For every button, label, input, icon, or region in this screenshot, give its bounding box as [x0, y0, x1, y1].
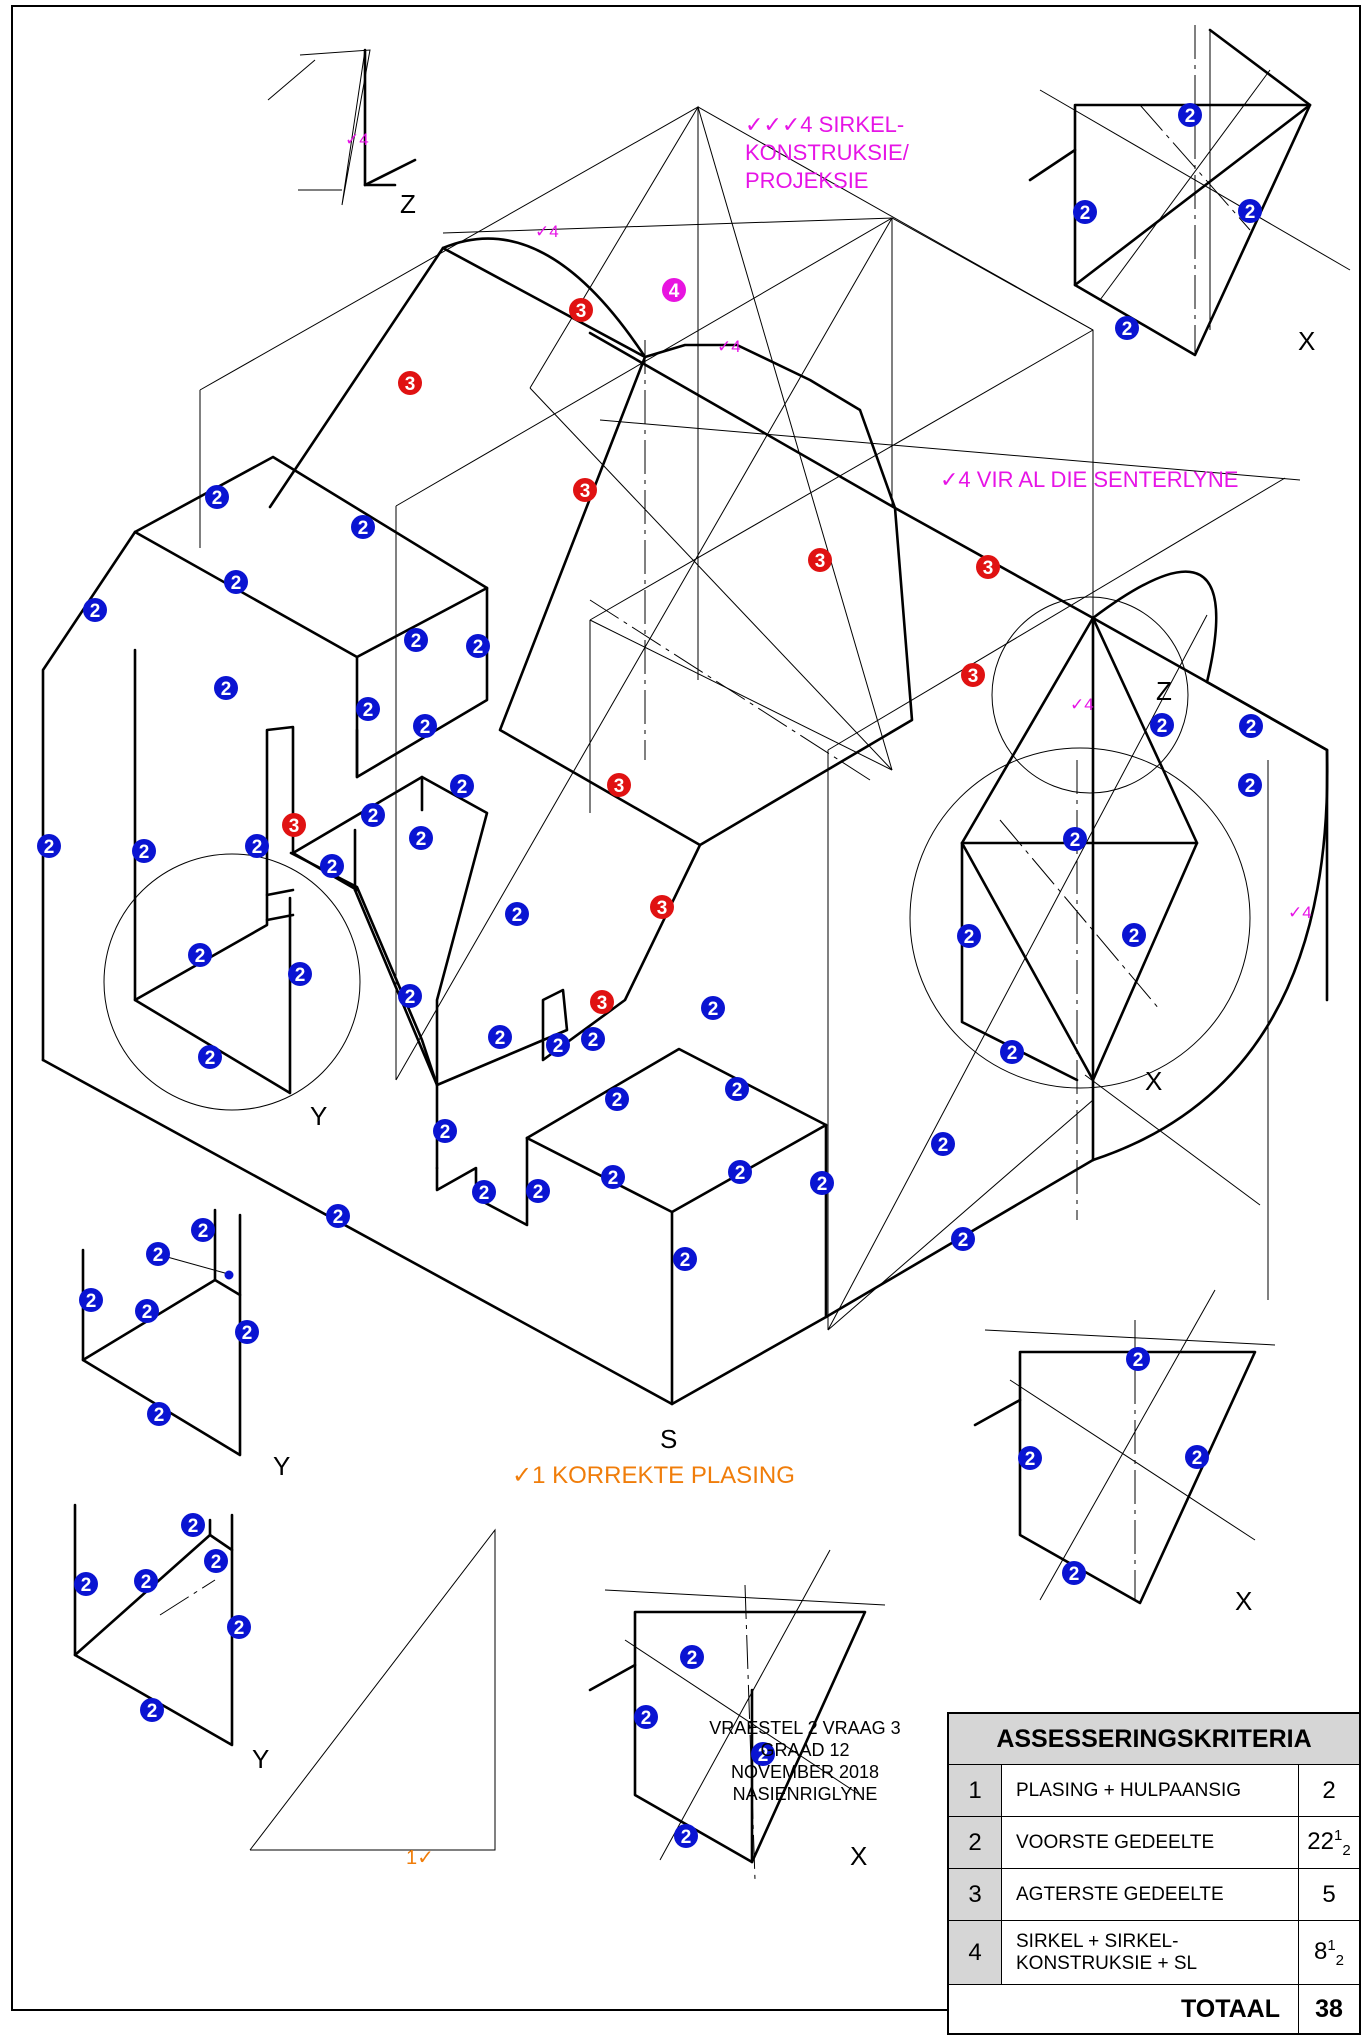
criteria-description-line-1: SIRKEL + SIRKEL-: [1016, 1930, 1179, 1952]
annotation-circle-construction-3: PROJEKSIE: [745, 168, 868, 193]
criteria-row: 3 AGTERSTE GEDEELTE 5: [947, 1868, 1361, 1921]
label-s: S: [660, 1424, 677, 1454]
construction-lines: [103, 105, 1301, 1331]
criteria-number: 1: [947, 1764, 1002, 1817]
label-x-bottom-centre: X: [850, 1841, 867, 1871]
mark-whole: 22: [1307, 1827, 1334, 1855]
mark-numerator: 1: [1327, 1936, 1336, 1954]
footer-line-4: NASIENRIGLYNE: [732, 1784, 878, 1804]
criteria-description-line-2: KONSTRUKSIE + SL: [1016, 1952, 1198, 1974]
view-x-top-right: [1028, 28, 1312, 357]
view-y-middle-left-thin: [159, 1254, 234, 1280]
annotation-circle-construction: ✓✓✓4 SIRKEL-: [745, 112, 904, 137]
view-x-bottom-centre-thin: [604, 1549, 886, 1861]
criteria-number: 4: [947, 1920, 1002, 1985]
criteria-description: SIRKEL + SIRKEL-KONSTRUKSIE + SL: [1001, 1920, 1299, 1985]
tick-4-arc-mid: ✓4: [717, 337, 741, 356]
centre-lines: [159, 25, 1251, 1881]
view-x-bottom-right-thin: [984, 1289, 1276, 1601]
footer-line-1: VRAESTEL 2 VRAAG 3: [709, 1718, 901, 1738]
exam-footer: VRAESTEL 2 VRAAG 3 GRAAD 12 NOVEMBER 201…: [680, 1717, 930, 1805]
total-value: 38: [1298, 1984, 1361, 2035]
main-object: [41, 237, 1329, 1406]
criteria-row: 1 PLASING + HULPAANSIG 2: [947, 1764, 1361, 1817]
view-x-bottom-centre: [588, 1610, 867, 1864]
page-border: [11, 5, 1361, 2011]
tick-4-right-arc: ✓4: [1288, 903, 1312, 922]
criteria-mark: 2: [1298, 1764, 1361, 1817]
tick-4-arc-top: ✓4: [535, 222, 559, 241]
criteria-number: 2: [947, 1816, 1002, 1869]
view-x-bottom-right: [973, 1350, 1257, 1605]
mark-denominator: 2: [1335, 1951, 1345, 1969]
label-y-middle: Y: [273, 1451, 290, 1481]
footer-line-3: NOVEMBER 2018: [730, 1762, 880, 1782]
label-z-right: Z: [1156, 676, 1172, 706]
criteria-description: PLASING + HULPAANSIG: [1001, 1764, 1299, 1817]
markers-front-part: [37, 103, 1263, 1848]
criteria-title: ASSESSERINGSKRITERIA: [947, 1712, 1361, 1765]
label-z-top: Z: [400, 189, 416, 219]
mark-numerator: 1: [1334, 1826, 1343, 1844]
label-x-bottom-right: X: [1235, 1586, 1252, 1616]
criteria-mark: 2212: [1298, 1816, 1361, 1869]
label-y-circle: Y: [310, 1101, 327, 1131]
criteria-row: 4 SIRKEL + SIRKEL-KONSTRUKSIE + SL 812: [947, 1920, 1361, 1985]
criteria-row: 2 VOORSTE GEDEELTE 2212: [947, 1816, 1361, 1869]
label-y-bottom: Y: [252, 1744, 269, 1774]
view-z-top-thin: [267, 49, 371, 206]
assessment-criteria-table: ASSESSERINGSKRITERIA 1 PLASING + HULPAAN…: [947, 1712, 1361, 2035]
markers-circle: [662, 278, 686, 302]
criteria-number: 3: [947, 1868, 1002, 1921]
total-label: TOTAAL: [948, 1984, 1299, 2035]
criteria-mark: 5: [1298, 1868, 1361, 1921]
label-x-top-right: X: [1298, 326, 1315, 356]
criteria-mark: 812: [1298, 1920, 1361, 1985]
view-z-top: [363, 48, 417, 187]
annotation-circle-construction-2: KONSTRUKSIE/: [745, 140, 910, 165]
annotation-centre-lines: ✓4 VIR AL DIE SENTERLYNE: [940, 467, 1238, 492]
footer-line-2: GRAAD 12: [760, 1740, 850, 1760]
tick-4-z-view: ✓4: [345, 130, 369, 149]
tick-4-small-circle: ✓4: [1070, 695, 1094, 714]
label-x-right: X: [1145, 1066, 1162, 1096]
annotation-correct-placement: ✓1 KORREKTE PLASING: [512, 1462, 795, 1489]
tick-1-triangle: 1✓: [406, 1847, 434, 1869]
mark-denominator: 2: [1342, 1841, 1351, 1859]
criteria-description: AGTERSTE GEDEELTE: [1001, 1868, 1299, 1921]
view-x-top-right-thin: [1039, 30, 1351, 330]
criteria-description: VOORSTE GEDEELTE: [1001, 1816, 1299, 1869]
mark-whole: 8: [1313, 1937, 1328, 1965]
triangle-placement: [249, 1528, 496, 1851]
criteria-total-row: TOTAAL 38: [948, 1984, 1361, 2035]
